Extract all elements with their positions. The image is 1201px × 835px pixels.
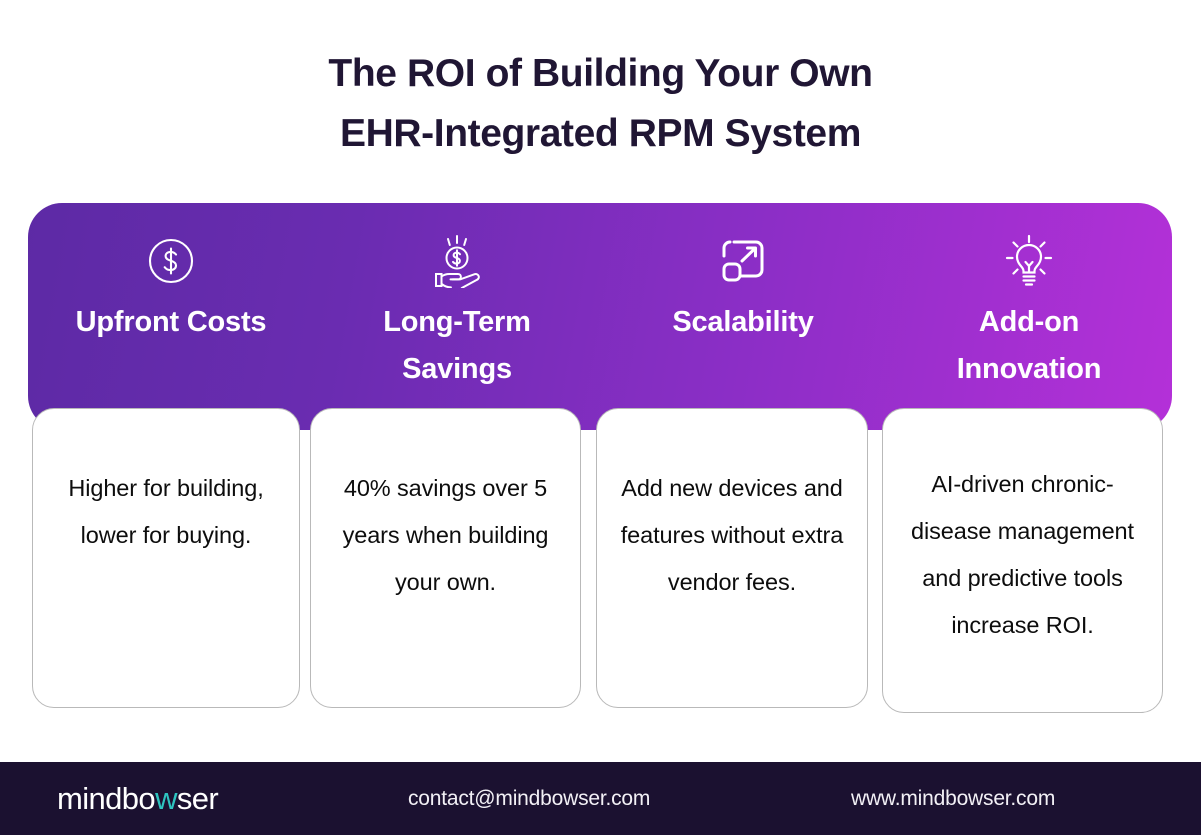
page-title-line-2: EHR-Integrated RPM System xyxy=(340,112,861,155)
detail-card-text: AI-driven chronic-disease management and… xyxy=(911,471,1134,638)
hand-holding-coin-icon xyxy=(428,233,486,289)
detail-card-text: 40% savings over 5 years when building y… xyxy=(342,475,549,595)
banner-heading-scalability: Scalability xyxy=(672,306,814,338)
banner-heading-long-term-savings: Long-Term Savings xyxy=(383,306,531,385)
page-title-line-1: The ROI of Building Your Own xyxy=(328,52,873,95)
banner-column-upfront-costs: Upfront Costs xyxy=(28,203,314,430)
mindbowser-logo: mindbowser xyxy=(57,780,219,817)
detail-card-upfront-costs: Higher for building, lower for buying. xyxy=(32,408,300,708)
footer-email[interactable]: contact@mindbowser.com xyxy=(408,786,651,810)
banner-column-scalability: Scalability xyxy=(600,203,886,430)
page-title: The ROI of Building Your Own EHR-Integra… xyxy=(0,44,1201,164)
banner-heading-upfront-costs: Upfront Costs xyxy=(75,306,267,338)
category-banner: Upfront Costs Long-Term Savings xyxy=(28,203,1172,430)
logo-text-pre: mindbo xyxy=(57,780,156,816)
detail-card-scalability: Add new devices and features without ext… xyxy=(596,408,868,708)
banner-column-long-term-savings: Long-Term Savings xyxy=(314,203,600,430)
detail-card-long-term-savings: 40% savings over 5 years when building y… xyxy=(310,408,581,708)
detail-card-add-on-innovation: AI-driven chronic-disease management and… xyxy=(882,408,1163,713)
logo-text-post: ser xyxy=(176,780,219,816)
banner-column-add-on-innovation: Add-on Innovation xyxy=(886,203,1172,430)
footer-website[interactable]: www.mindbowser.com xyxy=(851,786,1056,810)
detail-card-text: Higher for building, lower for buying. xyxy=(68,475,264,548)
detail-card-text: Add new devices and features without ext… xyxy=(620,475,844,595)
logo-text-accent: w xyxy=(155,780,177,816)
banner-heading-add-on-innovation: Add-on Innovation xyxy=(956,306,1102,385)
detail-card-row: Higher for building, lower for buying. 4… xyxy=(32,408,1168,713)
expand-arrow-icon xyxy=(718,233,768,289)
dollar-circle-icon xyxy=(145,233,197,289)
lightbulb-icon xyxy=(1003,233,1055,289)
footer-bar: mindbowser contact@mindbowser.com www.mi… xyxy=(0,762,1201,835)
